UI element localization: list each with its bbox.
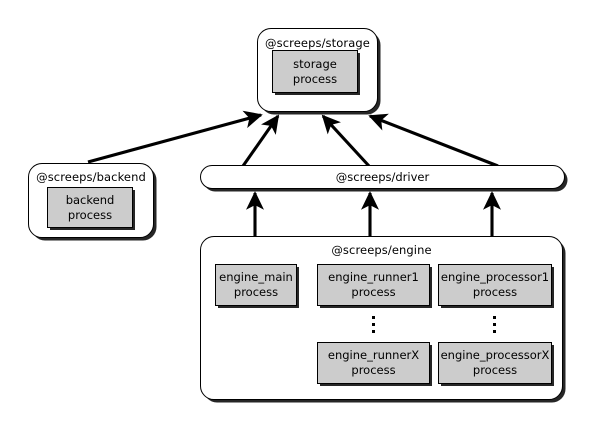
process-engine-runner1-suffix: process [351, 285, 396, 299]
process-engine-main[interactable]: engine_main process [215, 264, 297, 306]
package-driver-title: @screeps/driver [335, 170, 430, 184]
vertical-ellipsis-processor [493, 316, 496, 333]
process-engine-runnerx-name: engine_runnerX [327, 348, 420, 363]
ellipsis-dot [372, 323, 375, 326]
process-engine-main-suffix: process [233, 285, 279, 299]
process-engine-processor1-name: engine_processor1 [440, 270, 550, 285]
process-engine-processorx-suffix: process [472, 363, 518, 377]
process-storage-name: storage [293, 56, 337, 71]
process-engine-runner1-name: engine_runner1 [328, 270, 419, 285]
vertical-ellipsis-runner [372, 316, 375, 333]
ellipsis-dot [372, 316, 375, 319]
arrow-driver-to-storage-right [368, 113, 499, 168]
package-driver[interactable]: @screeps/driver [200, 165, 565, 189]
process-backend[interactable]: backend process [47, 187, 133, 228]
process-storage-suffix: process [292, 71, 338, 86]
process-engine-runnerX[interactable]: engine_runnerX process [317, 342, 430, 384]
package-backend-title: @screeps/backend [36, 170, 146, 184]
process-backend-suffix: process [67, 207, 113, 222]
process-engine-processorx-name: engine_processorX [440, 348, 550, 363]
process-engine-runnerx-suffix: process [351, 363, 396, 377]
process-engine-runner1[interactable]: engine_runner1 process [317, 264, 430, 306]
ellipsis-dot [493, 330, 496, 333]
process-storage[interactable]: storage process [272, 50, 358, 93]
process-engine-processor1-suffix: process [472, 285, 518, 299]
package-engine-title: @screeps/engine [331, 243, 432, 257]
process-engine-processor1[interactable]: engine_processor1 process [438, 264, 552, 306]
process-engine-processorX[interactable]: engine_processorX process [438, 342, 552, 384]
process-engine-main-name: engine_main [219, 270, 293, 285]
package-storage-title: @screeps/storage [265, 36, 370, 50]
ellipsis-dot [372, 330, 375, 333]
arrow-driver-to-storage-middle [321, 114, 371, 168]
arrow-backend-to-storage [87, 110, 263, 164]
arrow-driver-to-storage-left [241, 114, 280, 167]
ellipsis-dot [493, 316, 496, 319]
process-backend-name: backend [65, 192, 115, 207]
ellipsis-dot [493, 323, 496, 326]
